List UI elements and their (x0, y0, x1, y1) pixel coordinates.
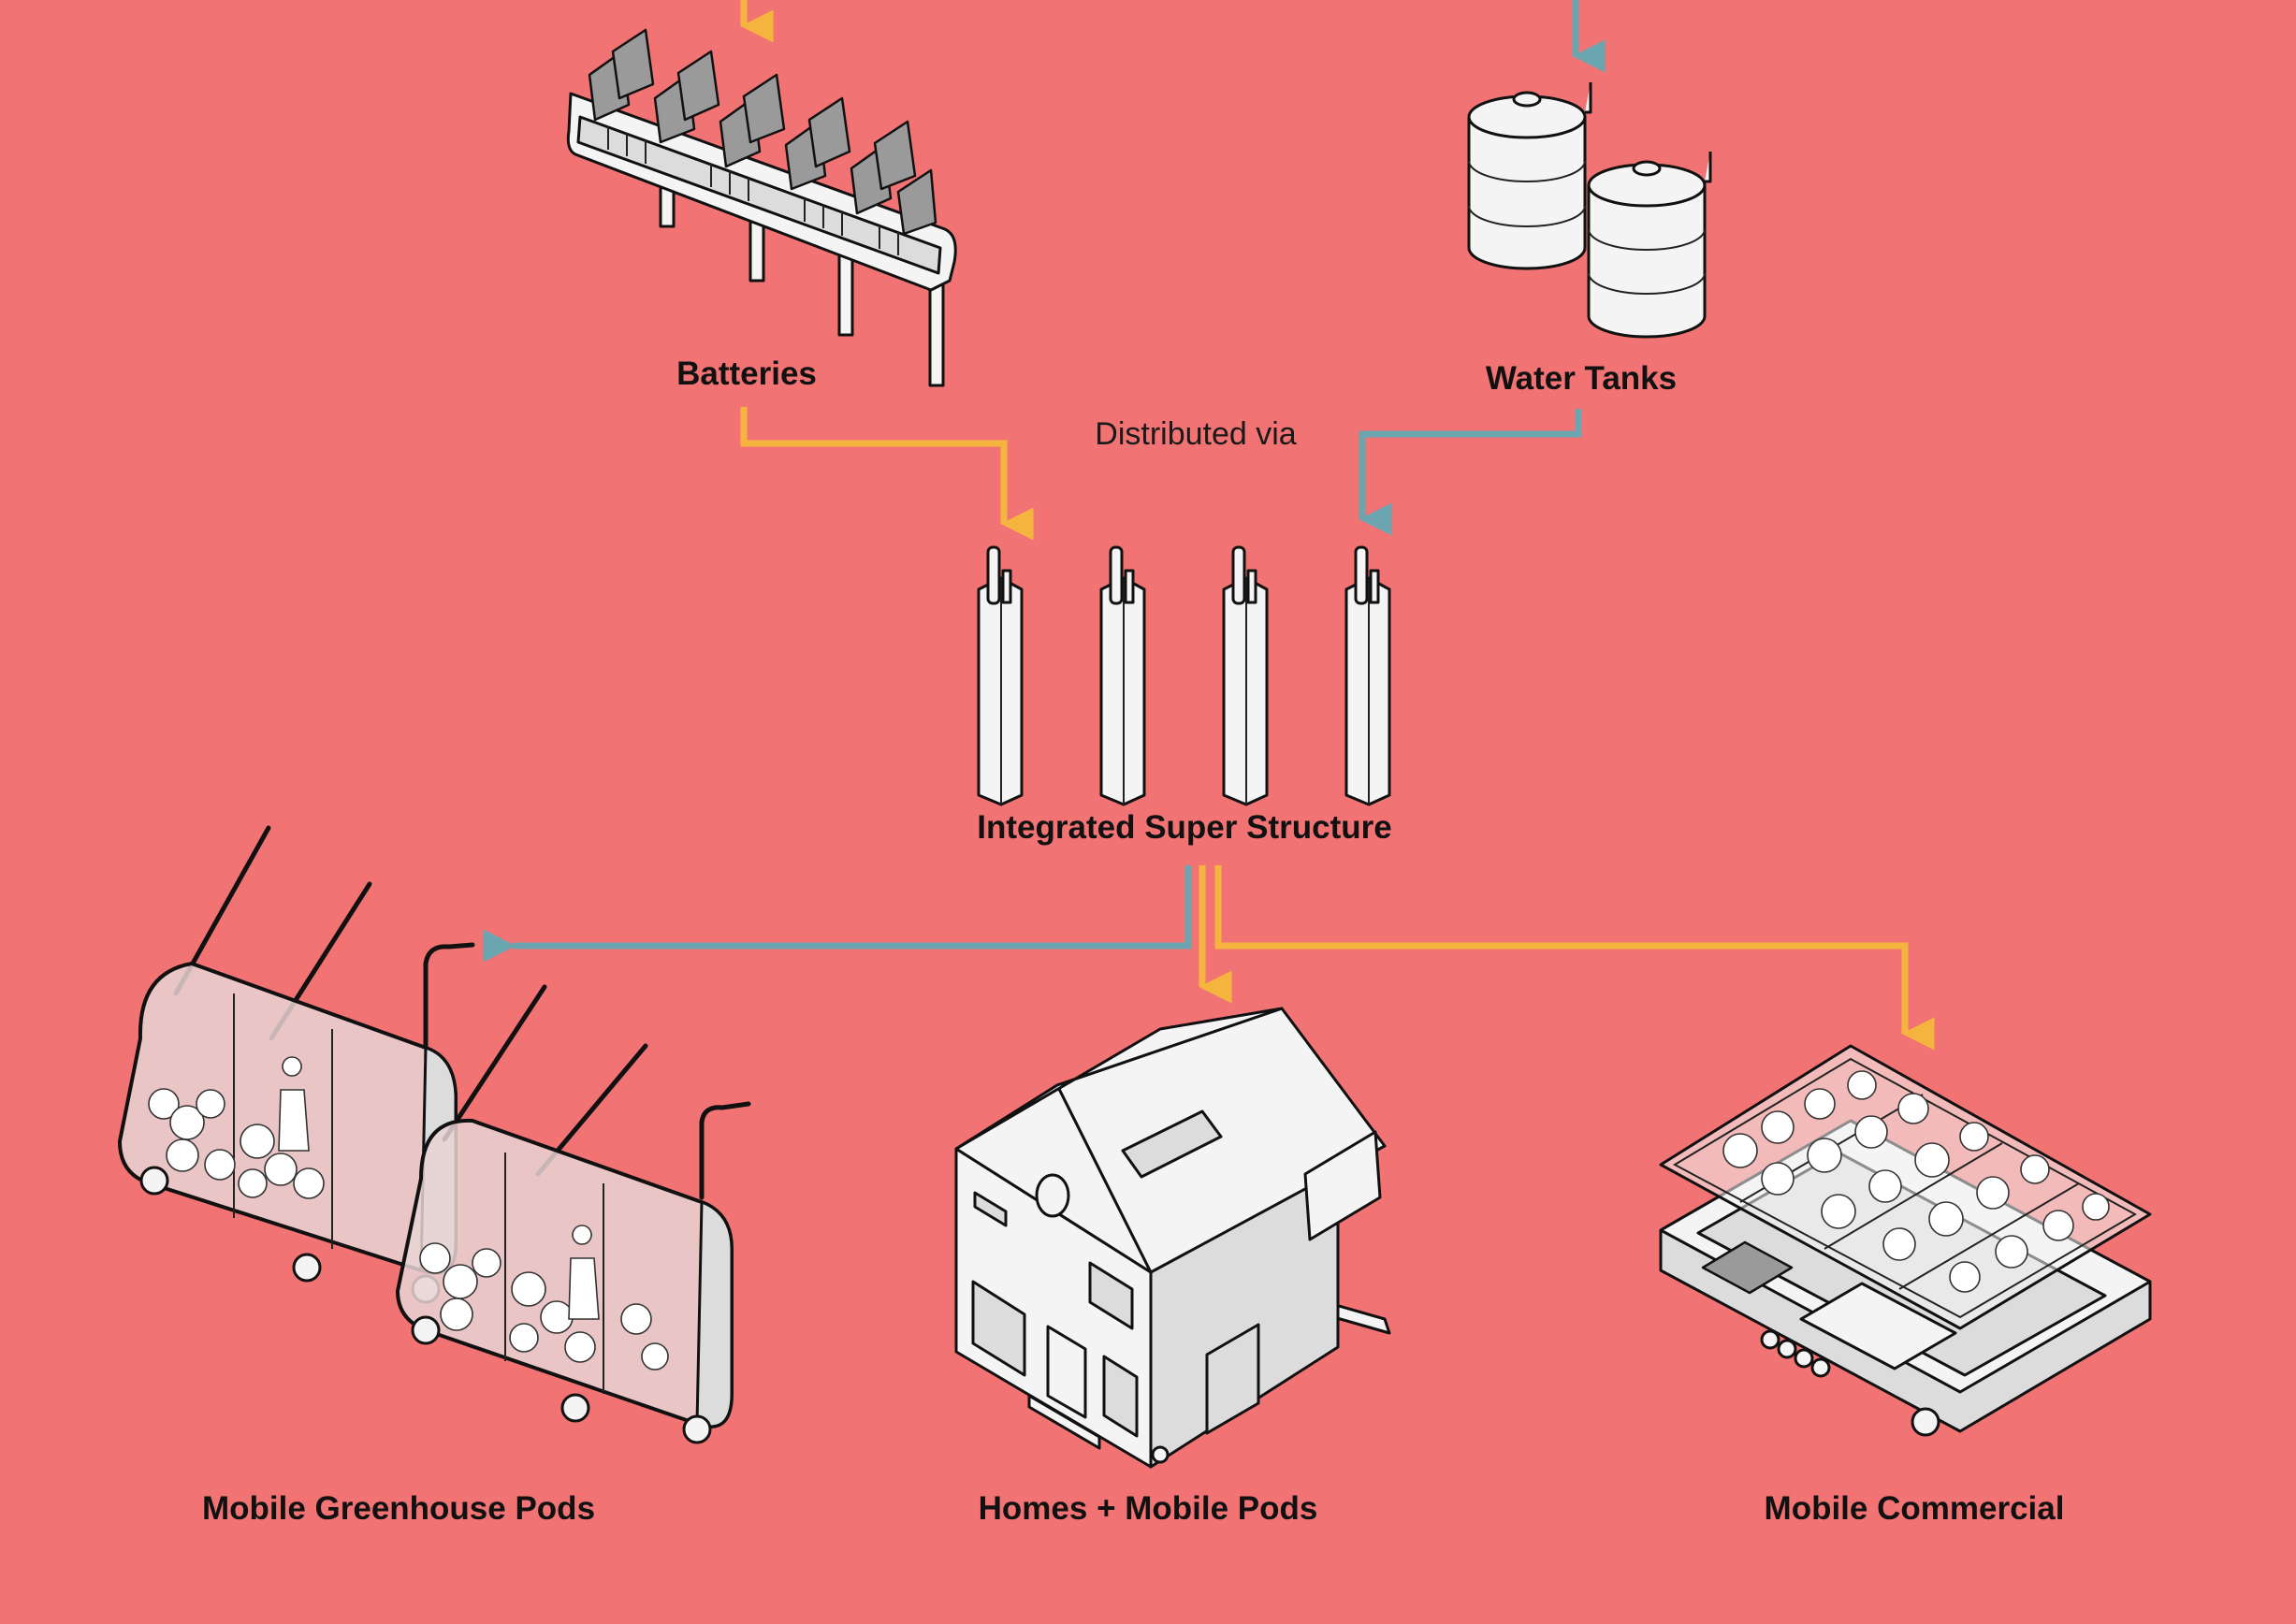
batteries-illustration (566, 28, 957, 387)
commercial-illustration (1659, 1044, 2152, 1437)
greenhouse-plants (419, 1242, 669, 1370)
water-arrow-tanks-to-structure (1359, 409, 1582, 536)
structure-column (1344, 545, 1391, 806)
commercial-tires (1760, 1329, 1940, 1437)
water-arrow-structure-to-greenhouse (483, 865, 1192, 963)
greenhouse-plants (148, 1088, 325, 1199)
label-water-tanks: Water Tanks (1485, 360, 1678, 397)
super-structure-columns (977, 545, 1391, 806)
commercial-plants (1722, 1070, 2110, 1293)
greenhouse-pod-back (118, 825, 475, 1304)
greenhouse-pods-illustration (118, 825, 751, 1444)
farmer-figure (278, 1056, 310, 1152)
water-tank-back (1467, 82, 1592, 270)
water-flow-lines (483, 0, 1606, 963)
structure-column (1222, 545, 1269, 806)
label-integrated-super-structure: Integrated Super Structure (977, 809, 1392, 846)
label-homes-mobile-pods: Homes + Mobile Pods (978, 1490, 1318, 1527)
label-mobile-greenhouse-pods: Mobile Greenhouse Pods (201, 1490, 596, 1527)
power-arrow-batteries-to-structure (740, 407, 1034, 541)
water-tank-front (1587, 152, 1712, 339)
battery-cells (607, 126, 899, 255)
home-illustration (954, 1007, 1391, 1469)
greenhouse-pod-front (396, 984, 751, 1444)
water-tanks-illustration (1467, 82, 1712, 339)
structure-column (977, 545, 1024, 806)
label-batteries: Batteries (676, 355, 817, 392)
label-distributed-via: Distributed via (1095, 416, 1297, 452)
farmer-figure (568, 1225, 600, 1320)
power-flow-lines (740, 0, 1935, 1051)
label-mobile-commercial: Mobile Commercial (1764, 1490, 2065, 1527)
structure-column (1099, 545, 1146, 806)
solar-panels (588, 28, 937, 236)
power-arrow-structure-to-commercial (1214, 865, 1935, 1051)
